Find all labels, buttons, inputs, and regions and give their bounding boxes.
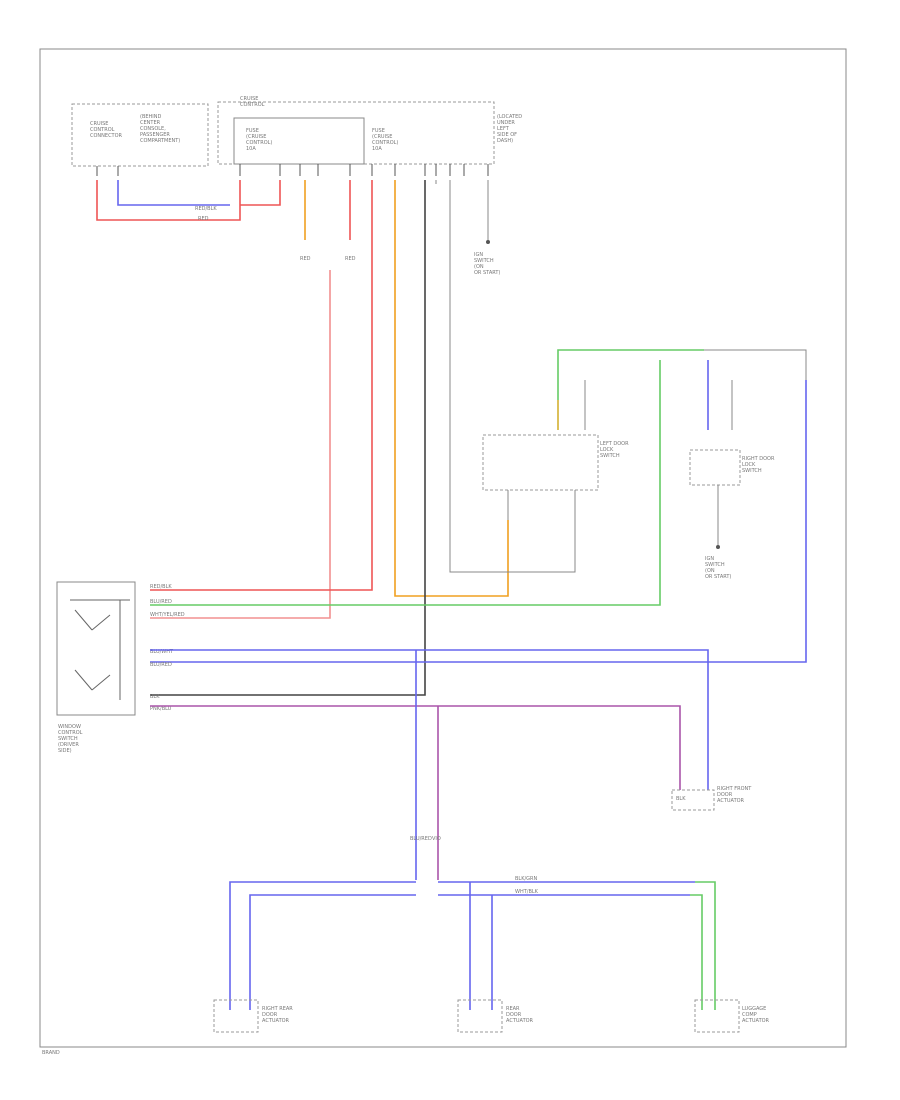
window-switch-internals (70, 599, 130, 700)
right-door-switch-box (689, 449, 741, 486)
label-red-blk-top: RED/BLK (195, 206, 217, 212)
wire-blue-right (150, 380, 807, 663)
wire-bus-blue-b (249, 894, 416, 1010)
control-unit-right-label: (LOCATED UNDER LEFT SIDE OF DASH) (497, 114, 524, 144)
left-door-switch-box (482, 434, 599, 491)
ground-top-dot (486, 240, 490, 244)
ground-top-label: IGN SWITCH (ON OR START) (474, 252, 500, 276)
control-unit-label: CRUISE CONTROL (240, 96, 265, 108)
right-rear-actuator-box (213, 999, 259, 1033)
control-unit-mid-label: FUSE (CRUISE CONTROL) 10A (372, 128, 400, 152)
wire-bus-green-b (690, 894, 703, 1010)
wire-black-trunk (150, 180, 426, 696)
label-ws-4: BLU/WHT (150, 649, 174, 655)
right-rear-actuator-label: RIGHT REAR DOOR ACTUATOR (262, 1006, 294, 1024)
label-bus-2: WHT/BLK (515, 889, 539, 895)
right-door-switch-label: RIGHT DOOR LOCK SWITCH (742, 456, 776, 474)
wire-green-top (557, 349, 704, 400)
label-bus-1: BLK/GRN (515, 876, 538, 882)
wire-purple (150, 705, 681, 790)
label-ws-2: BLU/RED (150, 599, 172, 605)
wire-red-trunk (150, 180, 373, 591)
label-stub-1: RED (300, 256, 311, 262)
top-terminals (96, 164, 489, 176)
right-front-actuator-box (671, 789, 715, 811)
luggage-actuator-label: LUGGAGE COMP ACTUATOR (742, 1006, 770, 1024)
rear-connector-note: (BEHIND CENTER CONSOLE, PASSENGER COMPAR… (140, 114, 180, 144)
footer-brand: BRAND (42, 1050, 60, 1056)
wire-gray-trunk (449, 180, 576, 573)
luggage-actuator-box (694, 999, 740, 1033)
label-ws-3: WHT/YEL/RED (150, 612, 185, 618)
wire-red-loop-b (240, 180, 281, 206)
label-ws-1: RED/BLK (150, 584, 172, 590)
label-down-1: BLU/RED (410, 836, 432, 842)
label-rfa-m: BLK (676, 796, 686, 802)
rear-actuator-label: REAR DOOR ACTUATOR (506, 1006, 534, 1024)
window-switch-box (56, 581, 136, 716)
rear-actuator-box (457, 999, 503, 1033)
label-down-2: VIO (432, 836, 441, 842)
wire-bus-green-a (695, 881, 716, 1010)
label-stub-2: RED (345, 256, 356, 262)
label-ws-6: BLK (150, 694, 160, 700)
ground-mid-label: IGN SWITCH (ON OR START) (705, 556, 731, 580)
control-unit-left-label: FUSE (CRUISE CONTROL) 10A (246, 128, 274, 152)
left-door-switch-label: LEFT DOOR LOCK SWITCH (600, 441, 630, 459)
diagram-frame (39, 48, 847, 1048)
wire-bus-blue-a (229, 881, 416, 1010)
wire-green-down (150, 360, 661, 606)
rear-connector-label: CRUISE CONTROL CONNECTOR (90, 121, 123, 139)
ground-mid-dot (716, 545, 720, 549)
rear-connector-box (71, 103, 209, 167)
wire-blue-mid (150, 649, 709, 790)
control-unit-inner-left (233, 117, 365, 165)
wire-orange-trunk (394, 180, 509, 597)
label-ws-5: BLU/RED (150, 662, 172, 668)
window-switch-label: WINDOW CONTROL SWITCH (DRIVER SIDE) (58, 724, 84, 754)
wire-pink-trunk (150, 270, 331, 619)
wire-blu-loop (117, 180, 230, 206)
label-ws-7: PNK/BLU (150, 706, 172, 712)
wire-red-loop-a (96, 180, 241, 221)
label-red-top: RED (198, 216, 209, 222)
wire-gray-top-right (704, 349, 807, 380)
right-front-actuator-label: RIGHT FRONT DOOR ACTUATOR (717, 786, 753, 804)
